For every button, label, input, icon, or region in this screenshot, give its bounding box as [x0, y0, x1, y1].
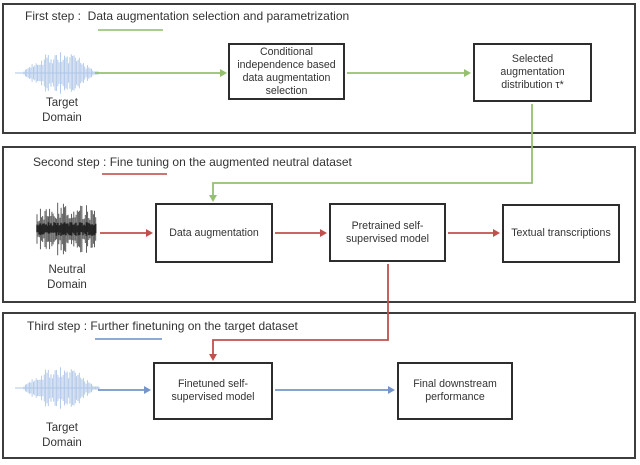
box-data-augmentation: Data augmentation [155, 203, 273, 263]
box-line: supervised model [171, 391, 255, 403]
step1-source-label: Target Domain [20, 96, 104, 126]
step2-header: Second step : Fine tuning on the augment… [33, 155, 352, 169]
box-line: selection [265, 84, 308, 97]
box-finetuned-self-supervised-model: Finetuned self- supervised model [153, 362, 273, 420]
box-line: Final downstream [413, 378, 497, 390]
box-line: Selected [511, 53, 554, 65]
box-line: Pretrained self- [351, 219, 424, 232]
box-line: Data augmentation [169, 226, 259, 239]
box-line: data augmentation [242, 71, 331, 84]
step3-header: Third step : Further finetuning on the t… [27, 319, 298, 333]
box-line: Finetuned self- [177, 378, 249, 390]
box-line: augmentation [500, 66, 565, 78]
source-label-line: Target [46, 97, 78, 109]
box-line: distribution τ* [501, 79, 564, 91]
source-label-line: Target [46, 422, 78, 434]
box-conditional-independence-selection: Conditional independence based data augm… [228, 43, 345, 100]
source-label-line: Domain [42, 437, 82, 449]
step3-source-label: Target Domain [20, 421, 104, 451]
step1-underline [98, 29, 163, 31]
box-line: independence based [237, 58, 336, 71]
box-selected-augmentation-distribution: Selected augmentation distribution τ* [473, 43, 592, 102]
box-line: supervised model [345, 232, 430, 245]
source-label-line: Domain [47, 279, 87, 291]
box-pretrained-self-supervised-model: Pretrained self- supervised model [329, 203, 446, 262]
step2-source-label: Neutral Domain [25, 263, 109, 293]
step2-underline [102, 173, 167, 175]
source-label-line: Neutral [48, 264, 86, 276]
box-textual-transcriptions: Textual transcriptions [502, 204, 620, 263]
box-final-downstream-performance: Final downstream performance [397, 362, 513, 420]
box-line: Textual transcriptions [511, 227, 611, 239]
box-line: Conditional [259, 45, 313, 58]
source-label-line: Domain [42, 112, 82, 124]
step3-underline [95, 338, 162, 340]
box-line: performance [425, 391, 485, 403]
step1-header: First step : Data augmentation selection… [25, 9, 350, 23]
